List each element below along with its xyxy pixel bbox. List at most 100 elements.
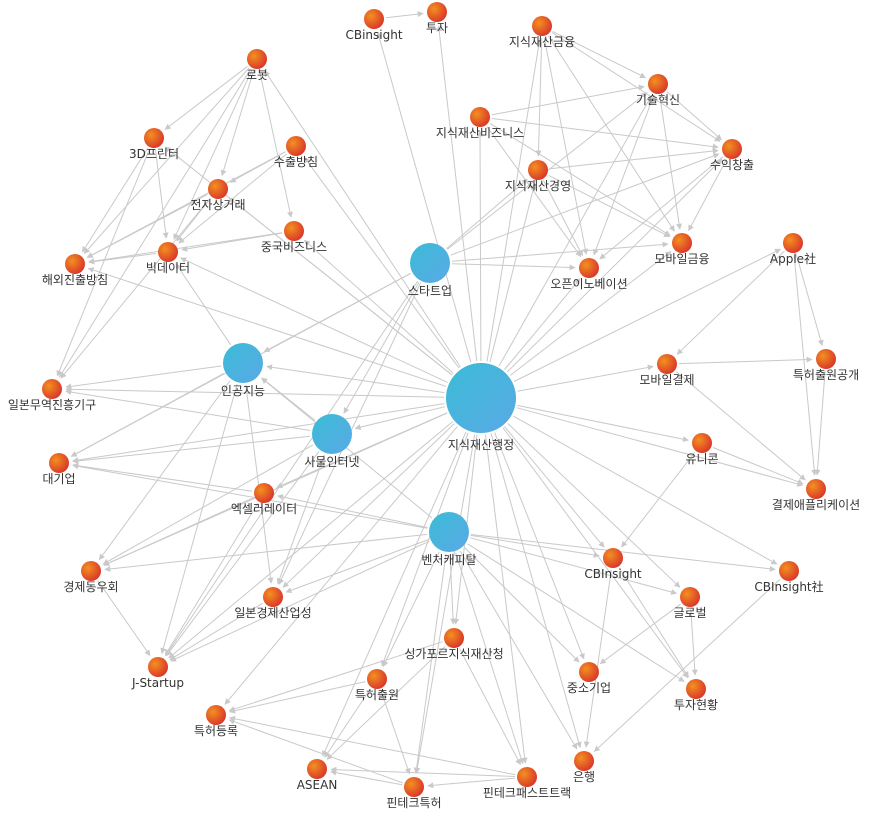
node-circle-unicorn[interactable] xyxy=(692,433,712,453)
node-mpay[interactable]: 모바일결제 xyxy=(639,354,695,387)
node-circle-jetro[interactable] xyxy=(42,379,62,399)
node-circle-meti[interactable] xyxy=(263,587,283,607)
node-hub[interactable]: 지식재산행정 xyxy=(446,363,516,452)
edge-startup-ipmgmt xyxy=(446,178,528,249)
node-tech[interactable]: 기술혁신 xyxy=(636,74,680,107)
edge-meti-jstartup xyxy=(169,602,263,661)
edge-hub-patreg xyxy=(224,426,458,705)
node-cb3[interactable]: CBInsight社 xyxy=(754,561,824,594)
node-keizai[interactable]: 경제동우회 xyxy=(63,561,119,594)
edge-hub-sme xyxy=(494,432,585,660)
node-sme[interactable]: 중소기업 xyxy=(567,662,611,695)
node-circle-global[interactable] xyxy=(680,587,700,607)
node-ipfin[interactable]: 지식재산금융 xyxy=(509,16,575,49)
node-circle-ai[interactable] xyxy=(223,343,263,383)
node-circle-openinno[interactable] xyxy=(579,258,599,278)
edge-iot-jetro xyxy=(65,389,311,431)
node-label-apple: Apple社 xyxy=(770,251,816,266)
node-bigco[interactable]: 대기업 xyxy=(42,453,76,486)
node-circle-fintechpat[interactable] xyxy=(404,777,424,797)
node-invest[interactable]: 투자 xyxy=(426,2,448,35)
node-china[interactable]: 중국비즈니스 xyxy=(261,221,327,254)
node-circle-jstartup[interactable] xyxy=(148,657,168,677)
node-circle-bank[interactable] xyxy=(574,751,594,771)
node-circle-profit[interactable] xyxy=(722,139,742,159)
node-bigdata[interactable]: 빅데이터 xyxy=(146,242,190,275)
edge-sgip-fintechfast xyxy=(459,648,521,766)
node-cb1[interactable]: CBinsight xyxy=(345,9,403,42)
node-bank[interactable]: 은행 xyxy=(573,751,595,784)
node-profit[interactable]: 수익창출 xyxy=(710,139,754,172)
edge-cb2-investstat xyxy=(618,567,689,678)
node-asean[interactable]: ASEAN xyxy=(297,759,338,792)
node-unicorn[interactable]: 유니콘 xyxy=(685,433,719,466)
node-iot[interactable]: 사물인터넷 xyxy=(304,414,360,469)
node-circle-export[interactable] xyxy=(286,136,306,156)
edge-robot-ecom xyxy=(220,70,255,177)
edge-iot-keizai xyxy=(102,444,314,565)
node-circle-tech[interactable] xyxy=(648,74,668,94)
node-circle-fintechfast[interactable] xyxy=(517,767,537,787)
node-label-sgip: 싱가포르지식재산청 xyxy=(404,647,503,661)
node-circle-vc[interactable] xyxy=(429,512,469,552)
node-payapp[interactable]: 결제애플리케이션 xyxy=(772,479,860,512)
node-openinno[interactable]: 오픈이노베이션 xyxy=(550,258,628,291)
node-circle-patapp[interactable] xyxy=(367,669,387,689)
node-circle-china[interactable] xyxy=(284,221,304,241)
node-p3d[interactable]: 3D프린터 xyxy=(129,128,179,161)
node-sgip[interactable]: 싱가포르지식재산청 xyxy=(404,628,504,661)
node-circle-investstat[interactable] xyxy=(686,679,706,699)
node-circle-p3d[interactable] xyxy=(144,128,164,148)
node-patpub[interactable]: 특허출원공개 xyxy=(793,349,859,382)
node-accel[interactable]: 엑셀러레이터 xyxy=(231,483,297,516)
node-circle-mpay[interactable] xyxy=(657,354,677,374)
node-circle-ipbiz[interactable] xyxy=(470,107,490,127)
node-circle-accel[interactable] xyxy=(254,483,274,503)
node-investstat[interactable]: 투자현황 xyxy=(674,679,718,712)
node-ecom[interactable]: 전자상거래 xyxy=(190,179,246,212)
node-startup[interactable]: 스타트업 xyxy=(408,243,452,298)
node-robot[interactable]: 로봇 xyxy=(246,49,268,82)
node-vc[interactable]: 벤처캐피탈 xyxy=(421,512,477,567)
node-circle-cb3[interactable] xyxy=(779,561,799,581)
node-circle-sgip[interactable] xyxy=(444,628,464,648)
node-jetro[interactable]: 일본무역진흥기구 xyxy=(8,379,96,412)
node-circle-bigco[interactable] xyxy=(49,453,69,473)
node-global[interactable]: 글로벌 xyxy=(673,587,707,620)
node-circle-ipmgmt[interactable] xyxy=(528,160,548,180)
node-circle-overseas[interactable] xyxy=(65,254,85,274)
node-meti[interactable]: 일본경제산업성 xyxy=(234,587,312,620)
node-circle-iot[interactable] xyxy=(312,414,352,454)
node-circle-ipfin[interactable] xyxy=(532,16,552,36)
node-fintechfast[interactable]: 핀테크패스트트랙 xyxy=(483,767,571,800)
node-circle-payapp[interactable] xyxy=(806,479,826,499)
node-apple[interactable]: Apple社 xyxy=(770,233,816,266)
node-circle-startup[interactable] xyxy=(410,243,450,283)
node-ipmgmt[interactable]: 지식재산경영 xyxy=(505,160,571,193)
node-export[interactable]: 수출방침 xyxy=(274,136,318,169)
node-circle-sme[interactable] xyxy=(579,662,599,682)
node-circle-patreg[interactable] xyxy=(206,705,226,725)
node-overseas[interactable]: 해외진출방침 xyxy=(42,254,108,287)
node-cb2[interactable]: CBInsight xyxy=(584,548,642,581)
node-circle-cb1[interactable] xyxy=(364,9,384,29)
node-circle-patpub[interactable] xyxy=(816,349,836,369)
node-fintechpat[interactable]: 핀테크특허 xyxy=(386,777,442,810)
node-circle-keizai[interactable] xyxy=(81,561,101,581)
node-circle-ecom[interactable] xyxy=(208,179,228,199)
node-patapp[interactable]: 특허출원 xyxy=(355,669,399,702)
node-circle-hub[interactable] xyxy=(446,363,516,433)
node-circle-robot[interactable] xyxy=(247,49,267,69)
node-circle-cb2[interactable] xyxy=(603,548,623,568)
node-label-jetro: 일본무역진흥기구 xyxy=(8,398,96,412)
node-circle-mfin[interactable] xyxy=(672,233,692,253)
node-circle-apple[interactable] xyxy=(783,233,803,253)
node-jstartup[interactable]: J-Startup xyxy=(131,657,184,690)
node-patreg[interactable]: 특허등록 xyxy=(194,705,238,738)
node-mfin[interactable]: 모바일금융 xyxy=(654,233,710,266)
node-ai[interactable]: 인공지능 xyxy=(221,343,265,398)
node-circle-asean[interactable] xyxy=(307,759,327,779)
node-circle-invest[interactable] xyxy=(427,2,447,22)
node-ipbiz[interactable]: 지식재산비즈니스 xyxy=(436,107,524,140)
node-circle-bigdata[interactable] xyxy=(158,242,178,262)
